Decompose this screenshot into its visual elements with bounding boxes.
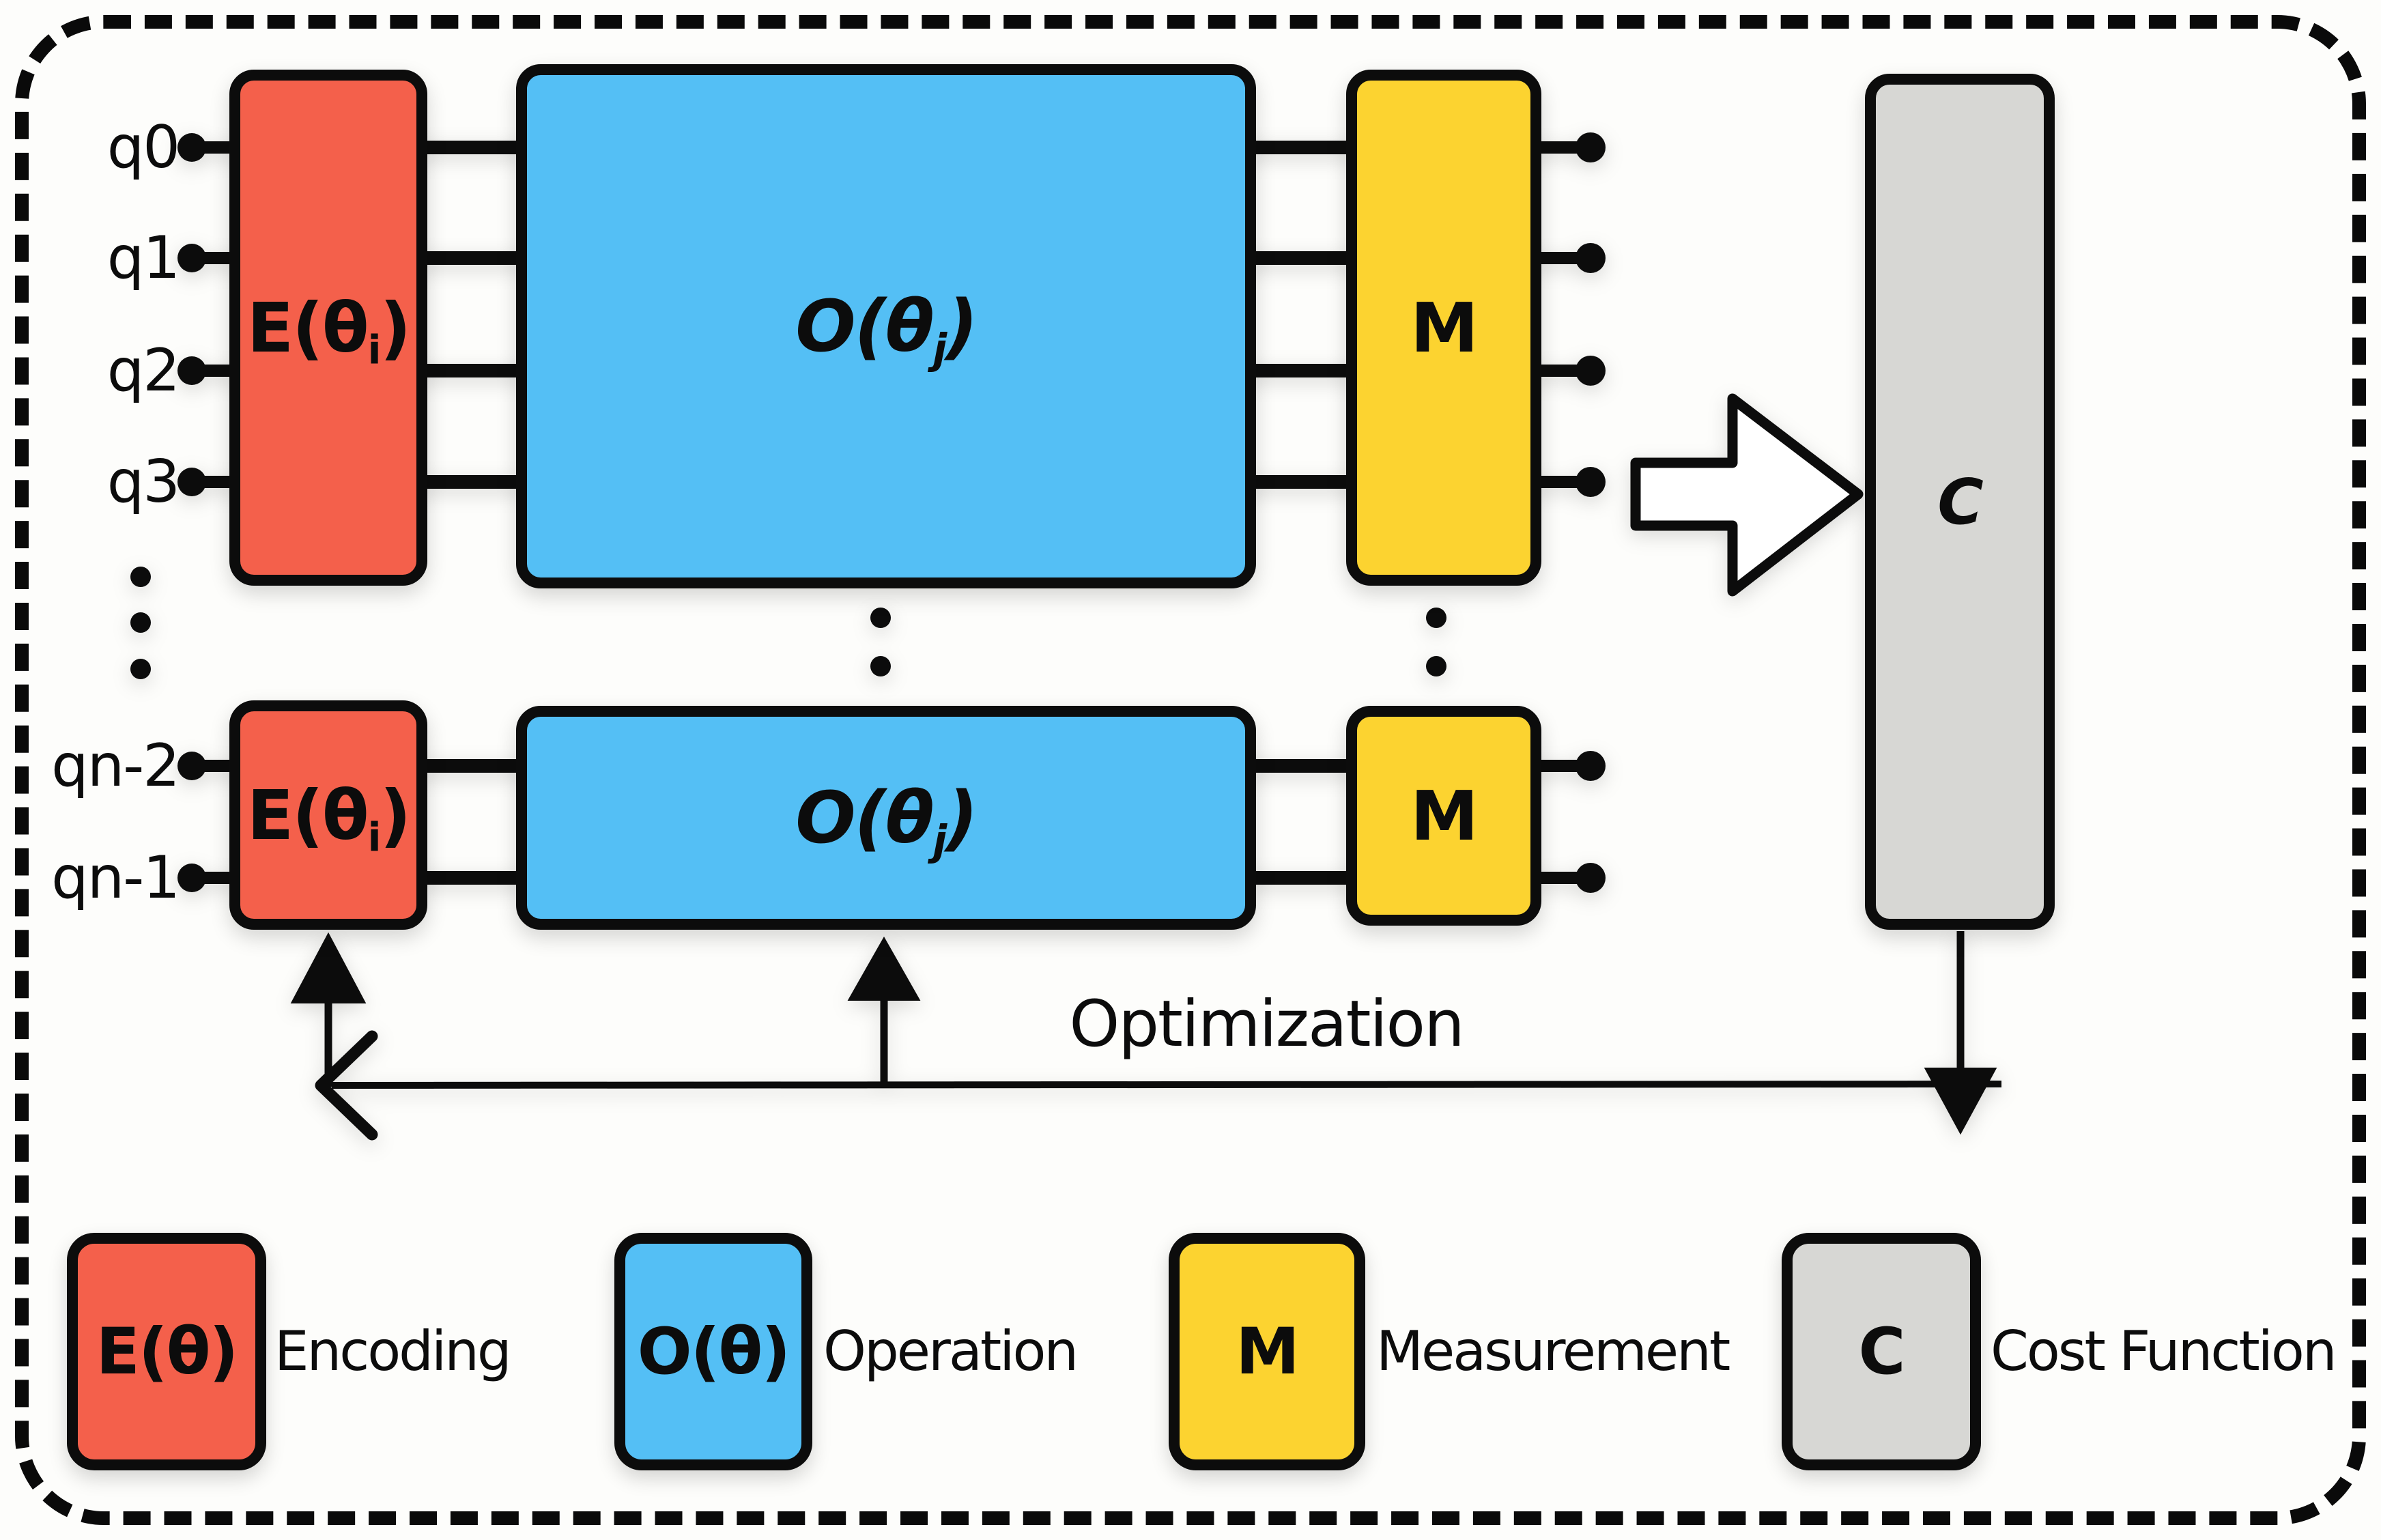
legend-name-encoding: Encoding — [274, 1320, 512, 1383]
wire-dot — [177, 356, 206, 385]
legend-box-encoding: E(θ) — [67, 1233, 266, 1470]
legend-box-operation: O(θ) — [614, 1233, 812, 1470]
row2-encoding-operation-wires — [418, 759, 527, 885]
qubit-label-q3: q3 — [106, 448, 180, 516]
ellipsis-dot — [1426, 656, 1446, 676]
operation-ellipsis-dots — [870, 608, 891, 676]
qubit-label-qn2: qn-2 — [51, 732, 180, 800]
encoding-block-row2: E(θi) — [229, 700, 427, 930]
optimization-feedback-loop — [290, 931, 2002, 1141]
row2-output-wires — [1531, 760, 1588, 884]
wire-dot — [177, 468, 206, 496]
legend-symbol-cost-function: C — [1858, 1314, 1906, 1389]
arrowhead-up-encoding — [290, 932, 367, 1003]
legend-name-cost-function: Cost Function — [1991, 1320, 2337, 1383]
ellipsis-dot — [870, 608, 891, 628]
ellipsis-dot — [870, 656, 891, 676]
wire-dot — [177, 752, 206, 780]
qubit-label-q0: q0 — [106, 113, 180, 182]
legend-name-operation: Operation — [823, 1320, 1079, 1383]
row1-output-dots — [1576, 132, 1606, 497]
legend-symbol-operation: O(θ) — [637, 1314, 790, 1389]
operation-block-label: O(θj) — [795, 776, 978, 866]
qubit-label-q1: q1 — [106, 224, 180, 292]
feedback-horizontal-line — [331, 1081, 2002, 1089]
wire-dot — [1576, 751, 1606, 781]
cost-block-label: C — [1937, 465, 1984, 539]
wire-dot — [177, 133, 206, 162]
row1-encoding-operation-wires — [418, 141, 527, 489]
legend-box-cost-function: C — [1782, 1233, 1981, 1470]
legend-symbol-measurement: M — [1236, 1314, 1300, 1389]
measurement-block-label: M — [1410, 287, 1479, 368]
operation-block-row1: O(θj) — [516, 64, 1256, 588]
wire-dot — [1576, 467, 1606, 497]
qubit-label-qn1: qn-1 — [51, 844, 180, 912]
cost-function-block: C — [1865, 74, 2055, 930]
wire-dot — [1576, 243, 1606, 273]
measurement-to-cost-arrow — [1630, 393, 1864, 597]
measurement-block-row1: M — [1346, 70, 1541, 586]
row1-operation-measurement-wires — [1246, 141, 1357, 489]
encoding-block-label: E(θi) — [246, 775, 411, 860]
qubit-ellipsis-dots — [130, 567, 151, 679]
wire-dot — [177, 244, 206, 272]
row2-output-dots — [1576, 751, 1606, 893]
ellipsis-dot — [130, 659, 151, 679]
wire-dot — [1576, 356, 1606, 386]
row2-input-dots — [177, 752, 206, 892]
measurement-block-row2: M — [1346, 706, 1541, 926]
legend-name-measurement: Measurement — [1376, 1320, 1730, 1383]
row1-input-dots — [177, 133, 206, 496]
optimization-label: Optimization — [1069, 987, 1464, 1061]
legend-box-measurement: M — [1169, 1233, 1365, 1470]
ellipsis-dot — [130, 612, 151, 633]
measurement-ellipsis-dots — [1426, 608, 1446, 676]
wire-dot — [1576, 132, 1606, 162]
ellipsis-dot — [130, 567, 151, 587]
wire-dot — [177, 864, 206, 892]
encoding-block-row1: E(θi) — [229, 70, 427, 586]
arrowhead-down-cost — [1924, 1068, 1997, 1135]
ellipsis-dot — [1426, 608, 1446, 628]
feedback-left-arrowhead — [315, 1030, 378, 1141]
row2-operation-measurement-wires — [1246, 759, 1357, 885]
measurement-block-label: M — [1410, 775, 1479, 856]
legend-symbol-encoding: E(θ) — [96, 1314, 239, 1389]
encoding-block-label: E(θi) — [246, 287, 411, 373]
operation-block-label: O(θj) — [795, 285, 978, 374]
arrowhead-up-operation — [847, 936, 921, 1001]
qubit-label-q2: q2 — [106, 337, 180, 405]
operation-block-row2: O(θj) — [516, 706, 1256, 930]
row1-output-wires — [1531, 141, 1588, 488]
wire-dot — [1576, 863, 1606, 893]
